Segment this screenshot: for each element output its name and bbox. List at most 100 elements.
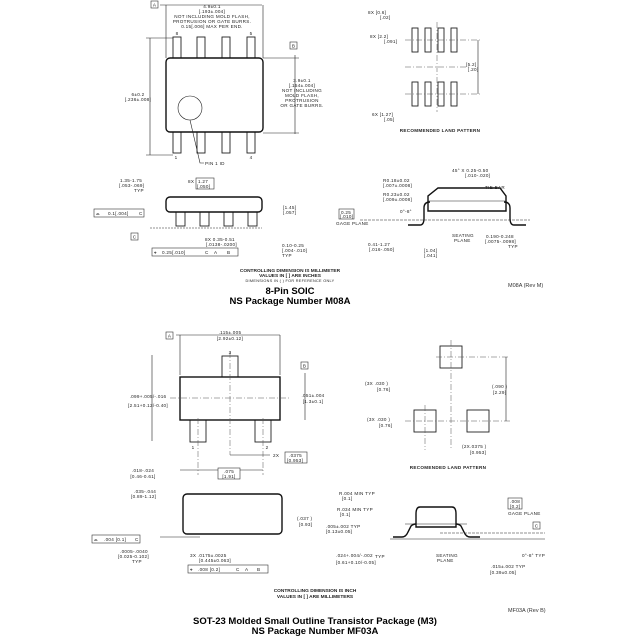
datum-a-label: A bbox=[153, 3, 157, 8]
land-pad-length-inch: [.091] bbox=[384, 39, 397, 44]
position-symbol-icon: ⌖ bbox=[190, 567, 193, 572]
pin-label: 1 bbox=[192, 445, 195, 450]
soic-top-view: A 4.9±0.1 [.193±.004] NOT INCLUDING MOLD… bbox=[125, 0, 323, 166]
footprint: [1.04] bbox=[424, 248, 437, 253]
radius-1-inch: [.007±.0008] bbox=[383, 183, 412, 188]
land-pad-length: 8X [2.2] bbox=[370, 34, 388, 39]
position-tol-datum: A bbox=[245, 567, 249, 572]
lead-width: 3X .0175±.0025 bbox=[190, 553, 227, 558]
position-tol-datum: C bbox=[205, 250, 209, 255]
sot-package-number: NS Package Number MF03A bbox=[252, 626, 379, 637]
gage-value-mm: [0.2] bbox=[510, 504, 520, 509]
land-pad-width: 8X [0.6] bbox=[368, 10, 386, 15]
height-dim: 6±0.2 bbox=[132, 92, 145, 97]
seating-plane-label: SEATING bbox=[436, 553, 458, 558]
standoff: .0005-.0040 bbox=[120, 549, 148, 554]
seating-plane-label: PLANE bbox=[454, 238, 471, 243]
chamfer: 45° X 0.25-0.50 bbox=[452, 168, 489, 173]
seating-plane-label: SEATING bbox=[452, 233, 474, 238]
body-dim-inch: [.154±.004] bbox=[289, 83, 315, 88]
datum-c-label: C bbox=[535, 524, 539, 529]
land-span: (.090 ) bbox=[492, 384, 508, 389]
pin-label: 8 bbox=[176, 31, 179, 36]
coplanarity-value: .004 [0.1] bbox=[104, 537, 126, 542]
land-pad bbox=[466, 409, 490, 433]
controlling-dimension-note: CONTROLLING DIMENSION IS MILLIMETER bbox=[240, 268, 341, 274]
width-note: PROTRUSION OR GATE BURRS. bbox=[173, 19, 251, 24]
gage-value-inch: [.010] bbox=[340, 214, 353, 219]
land-pad-height: (3X .030 ) bbox=[367, 417, 390, 422]
pitch-mm: [1.91] bbox=[222, 474, 235, 479]
soic-end-view: R0.18±0.02 [.007±.0008] R0.23±0.02 [.009… bbox=[336, 168, 530, 258]
width-note: 0.15[.006] MAX PER END. bbox=[181, 24, 243, 29]
side-body-height: (.037 ) bbox=[297, 516, 313, 521]
position-tol-datum: B bbox=[227, 250, 230, 255]
land-half-pitch: (2X.0375 ) bbox=[462, 444, 487, 449]
soic-land-pattern: 8X [0.6] [.02] 8X [2.2] [.091] [5.2] [.2… bbox=[368, 10, 480, 133]
height-dim-inch: [.236±.008] bbox=[125, 97, 151, 102]
coplanarity-datum: C bbox=[139, 211, 143, 216]
datum-c-label: C bbox=[133, 235, 137, 240]
pin1-id-label: PIN 1 ID bbox=[205, 161, 225, 166]
body-note: MOLD FLASH, bbox=[285, 93, 319, 98]
datum-a-label: A bbox=[168, 334, 172, 339]
position-tol-value: .008 [0.2] bbox=[198, 567, 220, 572]
soic-side-view: 1.35-1.75 [.053-.069] TYP 8X 1.27 [.050]… bbox=[93, 177, 307, 258]
gage-plane-label: GAGE PLANE bbox=[336, 221, 369, 226]
foot-angle: 0°-8° TYP bbox=[522, 553, 545, 558]
lead-width-mm: [0.46-0.61] bbox=[130, 474, 155, 479]
standoff-mm: [0.025-0.102] bbox=[118, 554, 149, 559]
radius-1: R.004 MIN TYP bbox=[339, 491, 375, 496]
height-dim: .099+.005/-.016 bbox=[130, 394, 167, 399]
soic-revision: M08A (Rev M) bbox=[508, 283, 543, 289]
land-pitch-inch: [.05] bbox=[384, 117, 394, 122]
half-pitch: .0375 bbox=[289, 453, 302, 458]
body-dim: 3.9±0.1 bbox=[293, 78, 311, 83]
radius-1: R0.18±0.02 bbox=[383, 178, 410, 183]
seating-plane-label: PLANE bbox=[437, 558, 454, 563]
width-dim: 4.9±0.1 bbox=[203, 4, 221, 9]
position-symbol-icon: ⌖ bbox=[154, 250, 157, 255]
lead-thickness: .005±.002 TYP bbox=[326, 524, 360, 529]
soic-body bbox=[165, 57, 264, 133]
foot-length-inch: [.016-.050] bbox=[369, 247, 394, 252]
radius-2: R.034 MIN TYP bbox=[337, 507, 373, 512]
body-width: .051±.004 bbox=[301, 393, 324, 398]
radius-2: R0.23±0.02 bbox=[383, 192, 410, 197]
foot-length: .024+.004/-.002 bbox=[336, 553, 373, 558]
reference-note: DIMENSIONS IN ( ) FOR REFERENCE ONLY bbox=[246, 279, 335, 283]
standoff: 0.10-0.25 bbox=[282, 243, 304, 248]
sot-end-view: R.004 MIN TYP [0.1] R.034 MIN TYP [0.1] … bbox=[326, 491, 545, 575]
side-body-height-mm: [0.93] bbox=[299, 522, 312, 527]
side-height-typ: TYP bbox=[134, 188, 144, 193]
side-leads bbox=[175, 207, 258, 227]
datum-b-label: B bbox=[303, 364, 306, 369]
width-dim-inch: [.193±.004] bbox=[199, 9, 225, 14]
coplanarity-frame: ⌓ .004 [0.1] C bbox=[91, 534, 141, 544]
soic-title: 8-Pin SOIC bbox=[265, 286, 314, 297]
side-height: .035-.044 bbox=[134, 489, 156, 494]
foot-length-typ: TYP bbox=[375, 554, 385, 559]
position-tolerance-frame: ⌖ 0.25[.010] C A B bbox=[151, 247, 239, 257]
land-pad-height-mm: [0.76] bbox=[379, 423, 392, 428]
flatness-symbol-icon: ⌓ bbox=[94, 537, 98, 542]
height-dim-mm: [2.51+0.12/-0.40] bbox=[128, 403, 168, 408]
lead-thickness-inch: [.0075-.0098] bbox=[485, 239, 516, 244]
lead-width: .018-.024 bbox=[132, 468, 154, 473]
land-pitch: 6X [1.27] bbox=[372, 112, 393, 117]
foot-length-mm: [0.61+0.10/-0.05] bbox=[336, 560, 376, 565]
sot-title: SOT-23 Molded Small Outline Transistor P… bbox=[193, 616, 437, 627]
lead-width: 8X 0.35-0.51 bbox=[205, 237, 235, 242]
land-pad-width-mm: [0.76] bbox=[377, 387, 390, 392]
sot-side-body bbox=[182, 493, 283, 535]
side-height: 1.35-1.75 bbox=[120, 178, 142, 183]
coplanarity-frame: ⌓ 0.1[.004] C bbox=[93, 208, 145, 218]
body-note: NOT INCLUDING bbox=[282, 88, 322, 93]
lead-width-end: .015±.002 TYP bbox=[491, 564, 525, 569]
position-tolerance-frame: ⌖ .008 [0.2] C A B bbox=[187, 564, 269, 574]
length-dim: .115±.005 bbox=[219, 330, 242, 335]
sot-side-view: .035-.044 [0.89-1.12] (.037 ) [0.93] ⌓ .… bbox=[91, 489, 313, 574]
tie-bar-label: TIE BAR bbox=[485, 185, 505, 190]
